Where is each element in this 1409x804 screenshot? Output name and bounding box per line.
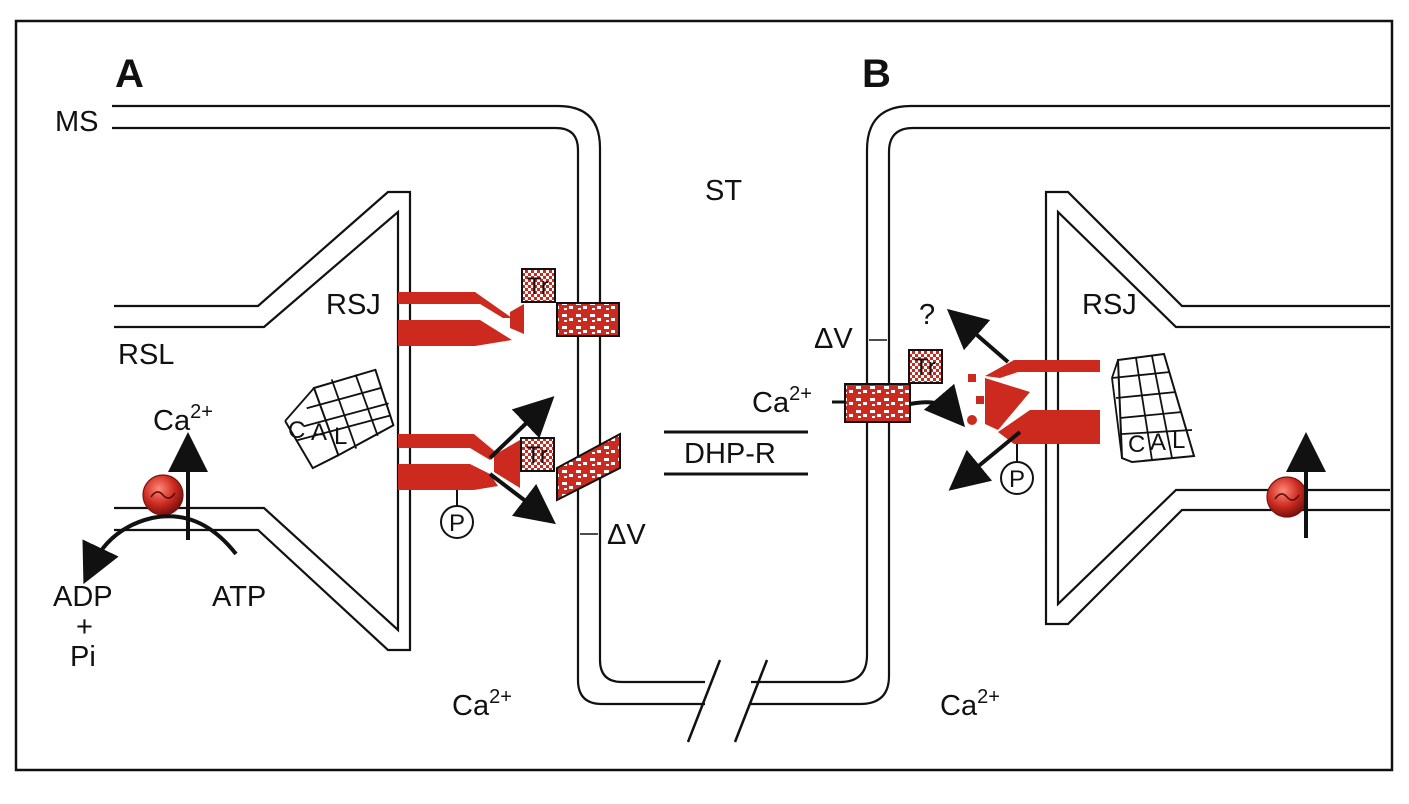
dhp-receptor-right — [844, 383, 911, 423]
label-delta-v-right: ΔV — [814, 323, 853, 355]
cal-letter-right-a: A — [1150, 429, 1166, 456]
label-st: ST — [705, 175, 742, 207]
label-ca-bottom-right: Ca2+ — [940, 686, 1000, 722]
cal-letter-right-c: C — [1128, 431, 1145, 458]
svg-text:P: P — [1009, 466, 1025, 493]
dhp-r-label-group: DHP-R — [664, 430, 808, 476]
figure-border — [14, 19, 1394, 772]
calcium-pump-left — [82, 432, 238, 585]
svg-text:P: P — [449, 510, 465, 537]
sr-outline-left — [114, 190, 412, 652]
calsequestrin-right — [1111, 352, 1196, 464]
ryanodine-receptor-left-top — [398, 292, 524, 346]
triadin-left-top: Tr — [521, 268, 556, 303]
triadin-left-bottom: Tr — [520, 437, 555, 472]
panel-label-b: B — [862, 52, 891, 96]
calsequestrin-left — [284, 368, 395, 470]
break-mark — [686, 659, 769, 743]
sr-outline-right — [1044, 190, 1390, 626]
cal-letter-left-c: C — [288, 417, 305, 444]
label-atp: ATP — [212, 581, 266, 613]
label-adp: ADP — [53, 581, 113, 613]
ryanodine-receptor-left-bottom — [398, 434, 520, 490]
calcium-pump-right — [1266, 432, 1326, 538]
label-ca-channel: Ca2+ — [752, 383, 812, 419]
cal-letter-right-l: L — [1172, 427, 1185, 454]
label-rsl: RSL — [118, 339, 174, 371]
t-tubule-membrane — [112, 104, 1390, 706]
label-pi: Pi — [70, 641, 96, 673]
svg-text:Tr: Tr — [526, 442, 548, 469]
phosphorylation-right: P — [1000, 444, 1034, 495]
conformation-arrows-right — [832, 308, 1022, 491]
label-rsj-left: RSJ — [326, 289, 381, 321]
svg-text:Tr: Tr — [527, 273, 549, 300]
ryanodine-receptor-right — [967, 360, 1100, 444]
conformation-arrows-left — [488, 396, 556, 525]
label-ca-pump: Ca2+ — [153, 401, 213, 437]
dhp-receptor-left-top — [556, 302, 620, 337]
cal-letter-left-a: A — [311, 419, 327, 446]
phosphorylation-left: P — [440, 490, 474, 539]
triadin-right: Tr — [908, 349, 943, 384]
label-delta-v-left: ΔV — [607, 519, 646, 551]
svg-text:Tr: Tr — [914, 354, 936, 381]
label-ms: MS — [55, 106, 99, 138]
label-rsj-right: RSJ — [1082, 289, 1137, 321]
label-question: ? — [919, 299, 935, 331]
cal-letter-left-l: L — [334, 423, 347, 450]
label-ca-bottom-left: Ca2+ — [452, 686, 512, 722]
panel-label-a: A — [115, 52, 144, 96]
label-plus: + — [76, 611, 93, 643]
dhp-receptor-left-bottom — [556, 432, 621, 502]
dhp-r-label: DHP-R — [684, 438, 776, 470]
